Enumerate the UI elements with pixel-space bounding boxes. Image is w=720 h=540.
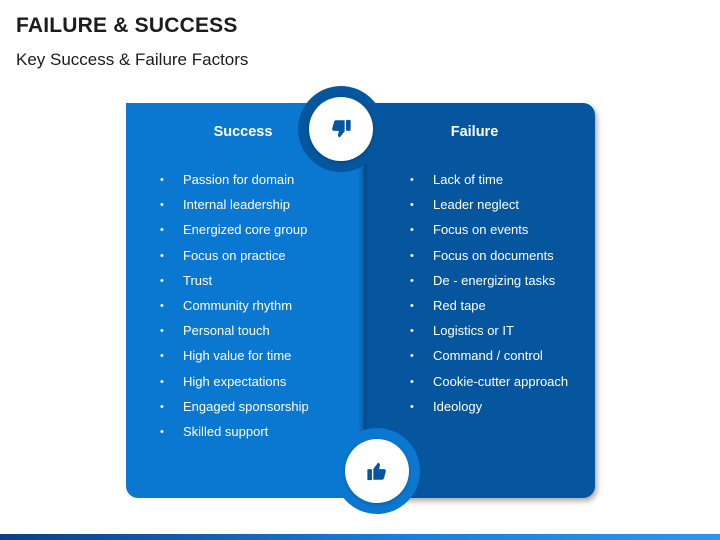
failure-panel: Failure Lack of timeLeader neglectFocus … bbox=[364, 103, 595, 498]
list-item: Cookie-cutter approach bbox=[410, 374, 568, 399]
list-item: High expectations bbox=[160, 374, 309, 399]
thumbs-up-badge bbox=[334, 428, 420, 514]
failure-list: Lack of timeLeader neglectFocus on event… bbox=[410, 172, 568, 424]
thumbs-down-icon bbox=[332, 119, 351, 138]
thumbs-up-icon bbox=[367, 462, 386, 481]
list-item: Focus on practice bbox=[160, 248, 309, 273]
list-item: Trust bbox=[160, 273, 309, 298]
thumbs-down-disc bbox=[309, 97, 373, 161]
list-item: Ideology bbox=[410, 399, 568, 424]
list-item: High value for time bbox=[160, 348, 309, 373]
list-item: Personal touch bbox=[160, 323, 309, 348]
failure-heading: Failure bbox=[450, 124, 499, 140]
list-item: Engaged sponsorship bbox=[160, 399, 309, 424]
thumbs-up-disc bbox=[345, 439, 409, 503]
list-item: Focus on documents bbox=[410, 248, 568, 273]
list-item: Community rhythm bbox=[160, 298, 309, 323]
list-item: Energized core group bbox=[160, 222, 309, 247]
list-item: Skilled support bbox=[160, 424, 309, 449]
list-item: Logistics or IT bbox=[410, 323, 568, 348]
list-item: Red tape bbox=[410, 298, 568, 323]
list-item: Command / control bbox=[410, 348, 568, 373]
thumbs-down-badge bbox=[298, 86, 384, 172]
slide-title: FAILURE & SUCCESS bbox=[16, 14, 238, 37]
list-item: Leader neglect bbox=[410, 197, 568, 222]
list-item: Passion for domain bbox=[160, 172, 309, 197]
success-list: Passion for domainInternal leadershipEne… bbox=[160, 172, 309, 449]
list-item: Focus on events bbox=[410, 222, 568, 247]
list-item: Lack of time bbox=[410, 172, 568, 197]
list-item: Internal leadership bbox=[160, 197, 309, 222]
footer-accent-bar bbox=[0, 534, 720, 540]
success-heading: Success bbox=[213, 124, 273, 140]
list-item: De - energizing tasks bbox=[410, 273, 568, 298]
slide-subtitle: Key Success & Failure Factors bbox=[16, 50, 249, 69]
